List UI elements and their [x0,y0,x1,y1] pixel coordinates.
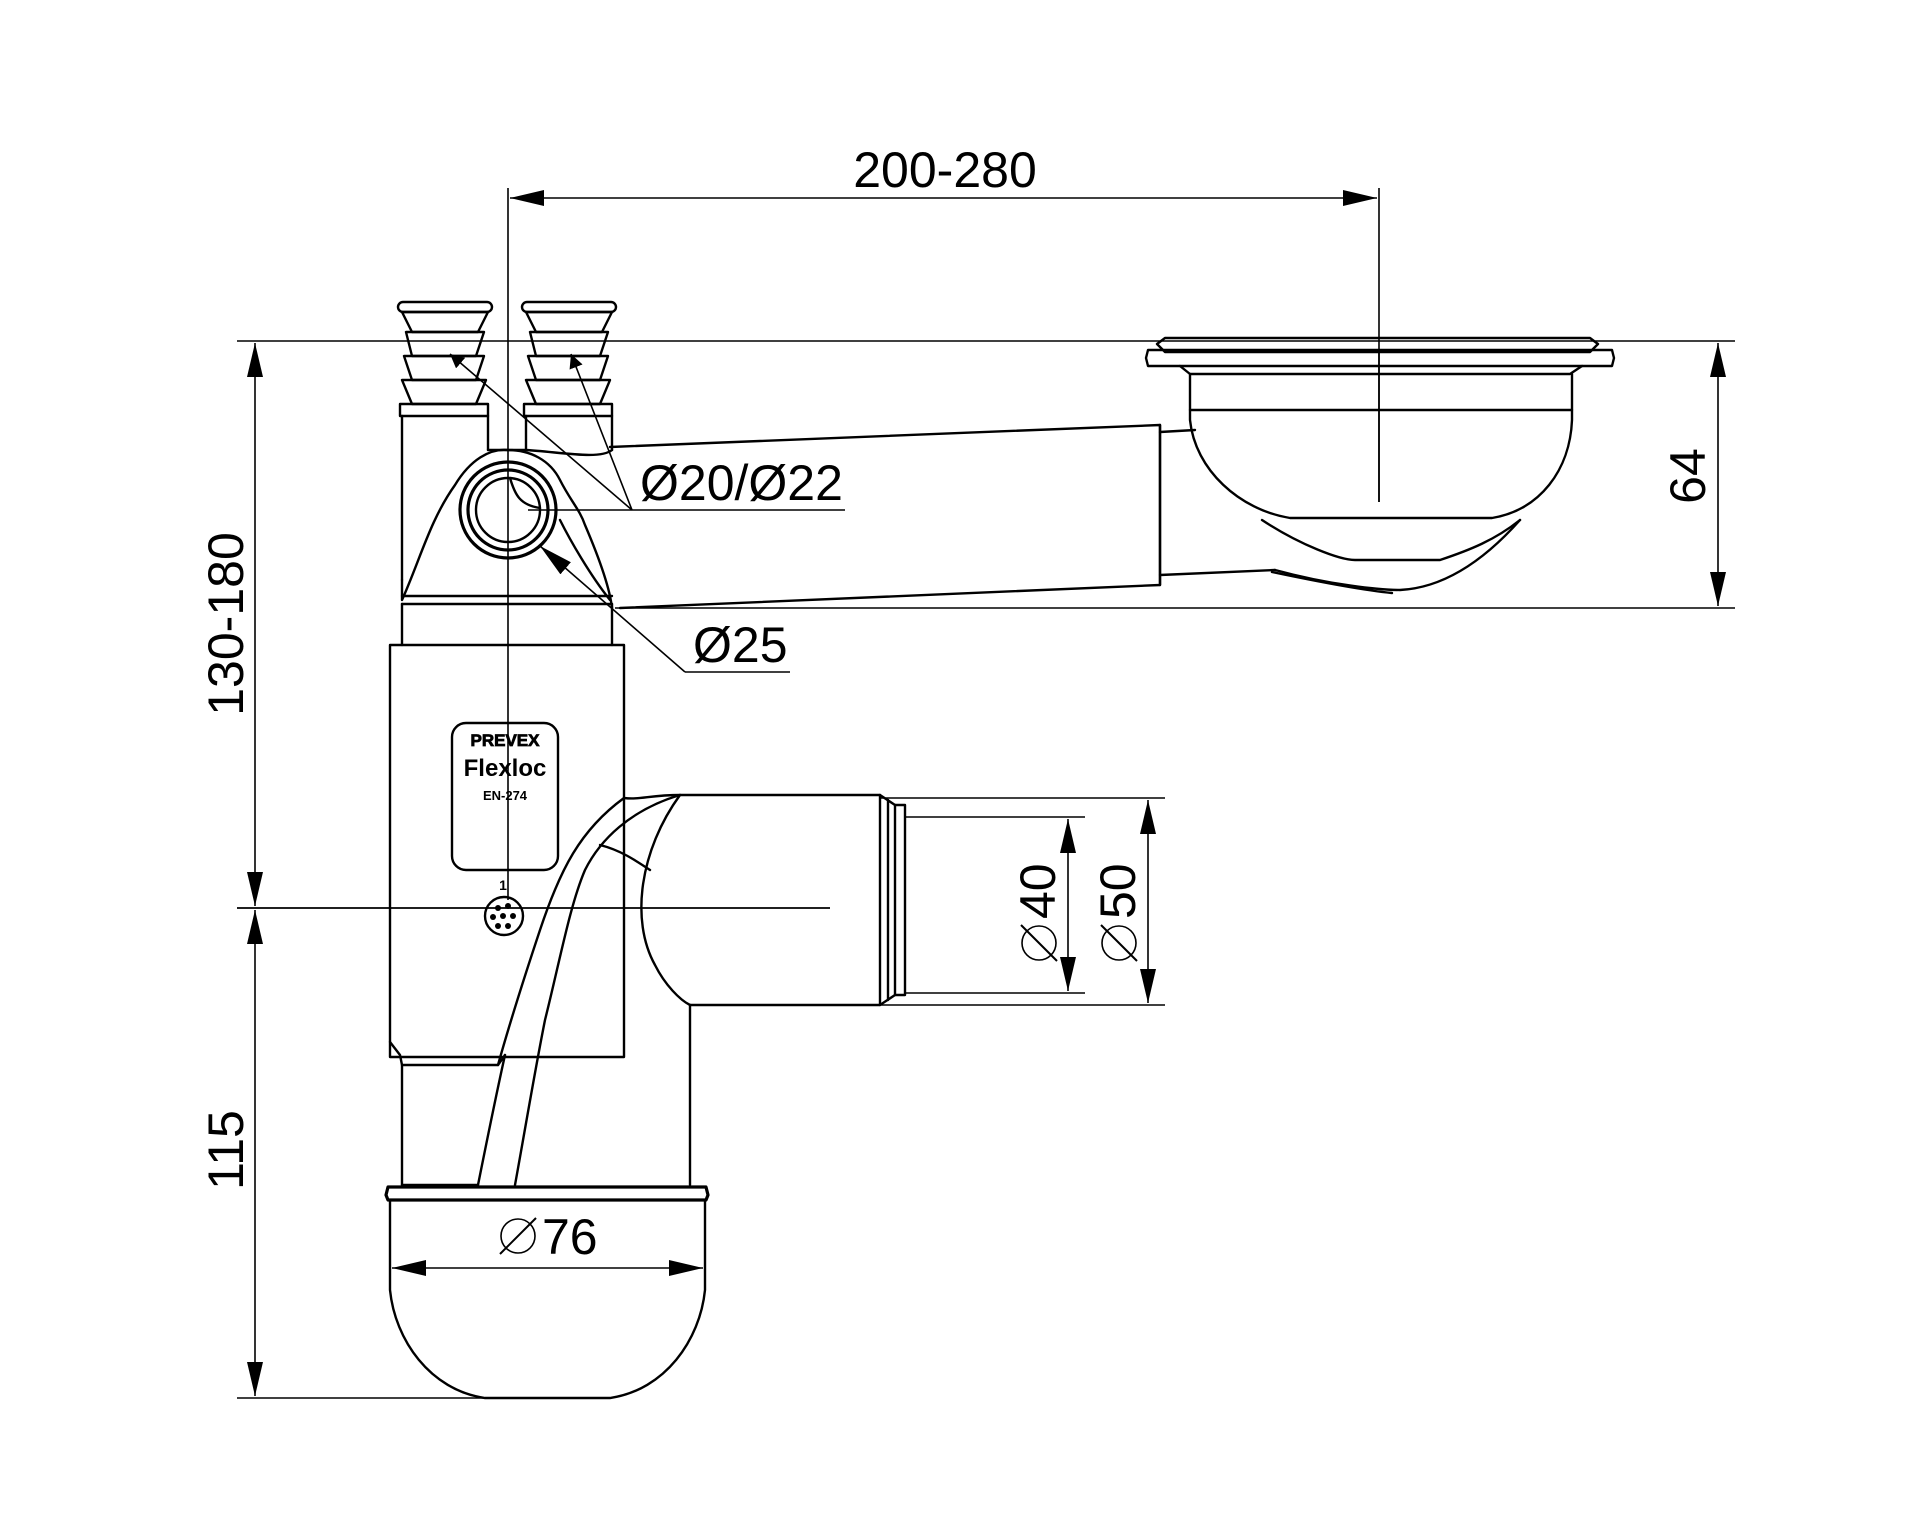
dimension-tray-depth: 64 [615,340,1735,609]
tray-depth-label: 64 [1660,448,1716,504]
label-standard: EN-274 [483,788,528,803]
leader-hose: Ø20/Ø22 [449,353,845,511]
dimension-height-lower: 115 [198,910,500,1399]
marker-number: 1 [499,877,507,893]
pivot-junction [400,448,614,647]
leader-tube: Ø25 [539,545,790,673]
marker-grate: 1 [483,877,525,937]
label-brand: PREVEX [471,731,541,750]
vertical-body [388,460,626,1187]
trap-cup [384,1185,710,1400]
height-upper-label: 130-180 [198,532,254,716]
hose-diameter-label: Ø20/Ø22 [640,455,843,511]
label-product: Flexloc [464,755,547,782]
outlet-inner-label: 40 [1010,863,1066,919]
trap-diameter-label: 76 [542,1209,598,1265]
tube-diameter-label: Ø25 [693,617,788,673]
dimension-trap: 76 [392,1209,703,1276]
outlet-outer-label: 50 [1090,863,1146,919]
label-plate: PREVEX Flexloc EN-274 [450,721,560,872]
dimension-outlet: 40 50 [880,797,1165,1006]
spacing-label: 200-280 [853,142,1037,198]
side-outlet [237,793,907,1187]
hose-connector-left [396,300,494,582]
tray-outlet [1144,336,1616,595]
height-lower-label: 115 [198,1110,254,1190]
horizontal-arm [608,423,1277,610]
dimension-height-upper: 130-180 [198,340,1170,909]
dimension-spacing: 200-280 [507,142,1380,502]
